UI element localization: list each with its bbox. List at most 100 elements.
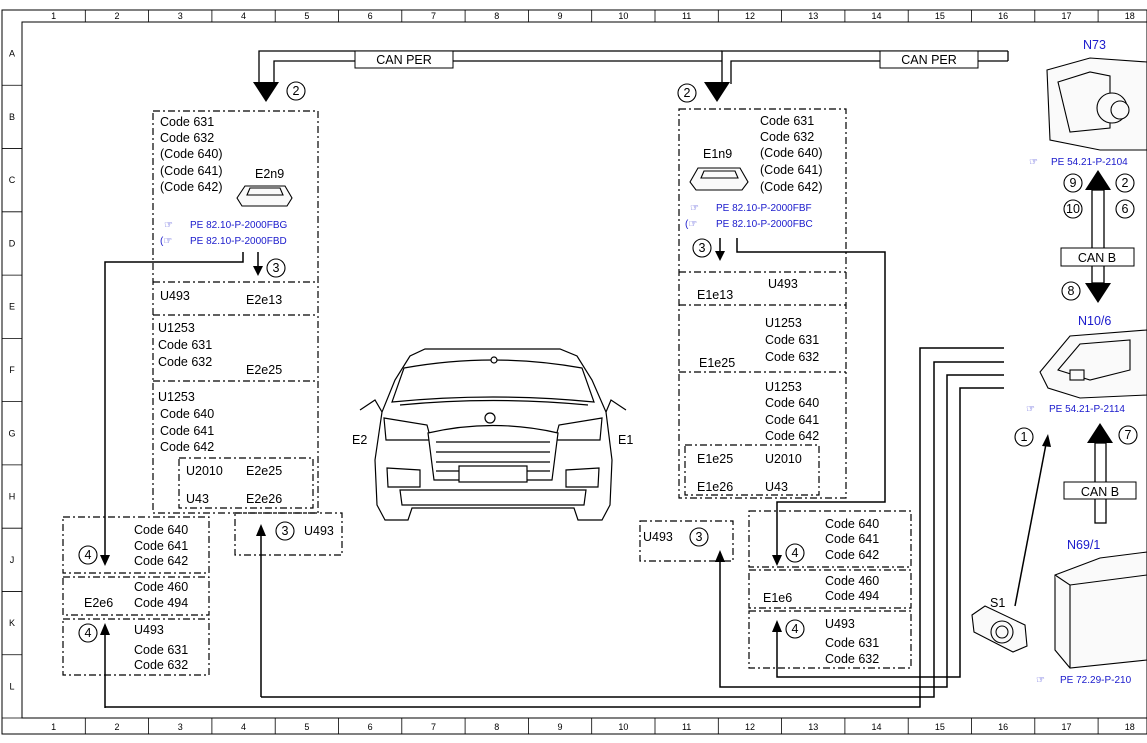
right-headlamp-module: Code 631 Code 632 (Code 640) (Code 641) … [678, 108, 847, 499]
svg-text:Code 632: Code 632 [825, 652, 879, 666]
inner-frame [21, 21, 1147, 719]
can-b-lower-label: CAN B [1081, 485, 1119, 499]
svg-text:7: 7 [1125, 428, 1132, 442]
svg-text:Code 641: Code 641 [765, 413, 819, 427]
svg-text:E1e25: E1e25 [697, 452, 733, 466]
ignition-switch-icon [1046, 57, 1147, 151]
svg-text:Code 640: Code 640 [160, 407, 214, 421]
grid-column-label: 16 [998, 722, 1008, 732]
e2n9-control-unit-icon [236, 185, 293, 207]
svg-text:Code 641: Code 641 [825, 532, 879, 546]
can-per-right-label: CAN PER [901, 53, 957, 67]
grid-row-label: J [10, 555, 15, 565]
grid-column-label: 1 [51, 722, 56, 732]
n10-6-label: N10/6 [1078, 314, 1111, 328]
e2e13-label: E2e13 [246, 293, 282, 307]
s1-label: S1 [990, 596, 1005, 610]
ref-e2n9-fbd: PE 82.10-P-2000FBD [190, 236, 287, 247]
grid-column-label: 1 [51, 11, 56, 21]
step-7: 7 [1118, 425, 1138, 445]
svg-text:Code 640: Code 640 [765, 396, 819, 410]
grid-row-label: L [9, 681, 14, 691]
svg-text:(Code 641): (Code 641) [760, 163, 823, 177]
n73-label: N73 [1083, 38, 1106, 52]
left-code-631: Code 631 [160, 115, 214, 129]
can-per-left-arrow [253, 82, 279, 102]
step-3-left-lower: 3 [275, 521, 295, 541]
grid-column-label: 15 [935, 722, 945, 732]
svg-text:☞: ☞ [1029, 157, 1038, 168]
e1e6-label: E1e6 [763, 591, 792, 605]
svg-text:(Code 640): (Code 640) [760, 146, 823, 160]
grid-column-label: 13 [808, 722, 818, 732]
svg-text:Code 642: Code 642 [160, 440, 214, 454]
grid-column-label: 14 [872, 11, 882, 21]
svg-text:U2010: U2010 [765, 452, 802, 466]
svg-text:10: 10 [1066, 202, 1080, 216]
ref-e1n9-fbc: PE 82.10-P-2000FBC [716, 219, 813, 230]
n69-1-label: N69/1 [1067, 538, 1100, 552]
svg-text:U1253: U1253 [765, 380, 802, 394]
grid-column-label: 2 [114, 722, 119, 732]
sam-control-unit-icon [1039, 329, 1147, 399]
svg-text:U1253: U1253 [158, 390, 195, 404]
svg-text:Code 641: Code 641 [134, 539, 188, 553]
e2e6-label: E2e6 [84, 596, 113, 610]
svg-text:Code 632: Code 632 [158, 355, 212, 369]
step-3-left: 3 [253, 252, 286, 278]
grid-column-label: 3 [178, 11, 183, 21]
grid-column-label: 16 [998, 11, 1008, 21]
svg-text:4: 4 [792, 546, 799, 560]
grid-column-label: 9 [558, 11, 563, 21]
ref-hand-icon-3: ☞ [690, 203, 699, 214]
svg-text:U493: U493 [304, 524, 334, 538]
svg-text:U493: U493 [768, 277, 798, 291]
svg-text:Code 460: Code 460 [134, 580, 188, 594]
svg-text:Code 460: Code 460 [825, 574, 879, 588]
svg-text:U1253: U1253 [765, 316, 802, 330]
grid-column-label: 7 [431, 722, 436, 732]
grid-column-label: 10 [618, 722, 628, 732]
svg-text:4: 4 [792, 622, 799, 636]
svg-text:1: 1 [1021, 430, 1028, 444]
outer-frame [1, 9, 1147, 735]
can-b-upper-label: CAN B [1078, 251, 1116, 265]
grid-column-label: 15 [935, 11, 945, 21]
svg-text:2: 2 [293, 84, 300, 98]
vehicle-left-label: E2 [352, 433, 367, 447]
svg-text:Code 642: Code 642 [765, 429, 819, 443]
svg-text:Code 631: Code 631 [760, 114, 814, 128]
svg-text:U43: U43 [186, 492, 209, 506]
left-code-632: Code 632 [160, 131, 214, 145]
grid-row-label: D [9, 238, 16, 248]
grid-column-label: 5 [304, 11, 309, 21]
svg-text:U493: U493 [134, 623, 164, 637]
grid-ticks [2, 10, 1099, 734]
svg-text:9: 9 [1070, 176, 1077, 190]
e1n9-control-unit-icon [689, 167, 749, 191]
step-2-n73: 2 [1115, 173, 1135, 193]
grid-row-label: B [9, 112, 15, 122]
step-4-left-l: 4 [78, 623, 98, 643]
grid-row-label: F [9, 365, 15, 375]
e1e26-label: E1e26 [697, 480, 733, 494]
svg-text:U43: U43 [765, 480, 788, 494]
step-3-right: 3 [692, 238, 725, 261]
grid-column-label: 12 [745, 11, 755, 21]
grid-row-label: C [9, 175, 16, 185]
ref-e2n9-fbg: PE 82.10-P-2000FBG [190, 220, 287, 231]
e1e13-label: E1e13 [697, 288, 733, 302]
grid-column-label: 6 [368, 11, 373, 21]
svg-text:Code 631: Code 631 [158, 338, 212, 352]
grid-column-label: 10 [618, 11, 628, 21]
can-per-bus: CAN PER CAN PER [253, 50, 1009, 102]
left-headlamp-module: Code 631 Code 632 (Code 640) (Code 641) … [152, 110, 319, 514]
e2e26-label: E2e26 [246, 492, 282, 506]
svg-text:Code 632: Code 632 [760, 130, 814, 144]
grid-column-label: 9 [558, 722, 563, 732]
step-10: 10 [1063, 199, 1083, 219]
grid-column-label: 5 [304, 722, 309, 732]
